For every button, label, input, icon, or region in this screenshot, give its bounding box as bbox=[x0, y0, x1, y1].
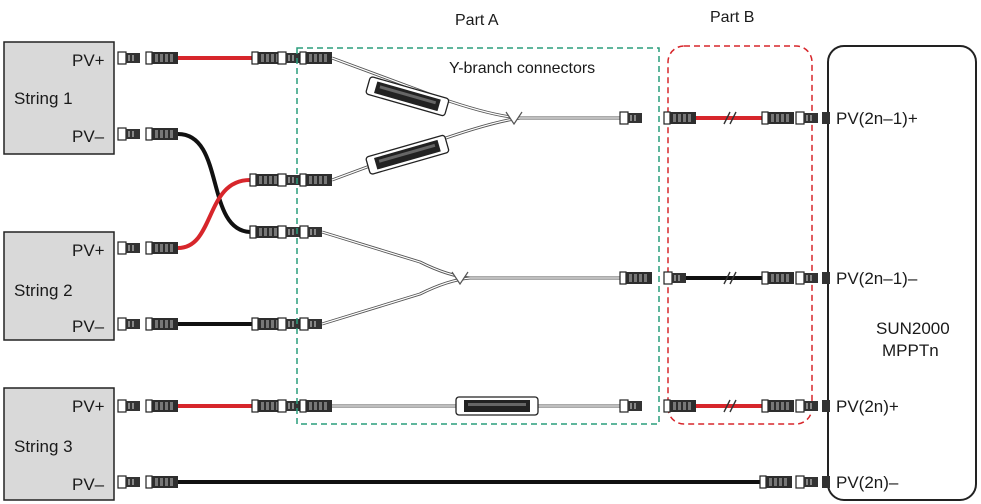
port-terminal-4 bbox=[822, 476, 830, 488]
part-a-frame bbox=[296, 47, 660, 425]
extension-cable-pv-2n-1-minus bbox=[663, 271, 819, 285]
port-terminal-3 bbox=[822, 400, 830, 412]
inverter-sun2000: PV(2n–1)+ PV(2n–1)– PV(2n)+ PV(2n)– SUN2… bbox=[822, 45, 977, 501]
string-2-module: PV+ String 2 PV– bbox=[3, 231, 115, 341]
string-3-negative-cable bbox=[117, 475, 819, 489]
string-2-pv-plus-label: PV+ bbox=[72, 241, 105, 260]
extension-cable-pv-2n-plus bbox=[663, 399, 819, 413]
string-2-positive-cable bbox=[117, 173, 301, 255]
string-1-pv-minus-label: PV– bbox=[72, 127, 105, 146]
string-2-pv-minus-label: PV– bbox=[72, 317, 105, 336]
inverter-mppt-label: MPPTn bbox=[882, 341, 939, 360]
string-2-negative-cable bbox=[117, 317, 301, 331]
string-3-pv-minus-label: PV– bbox=[72, 475, 105, 494]
port-pv-2n-plus: PV(2n)+ bbox=[836, 397, 899, 416]
port-terminal-2 bbox=[822, 272, 830, 284]
string-1-module: PV+ String 1 PV– bbox=[3, 41, 115, 155]
string-1-pv-plus-label: PV+ bbox=[72, 51, 105, 70]
string-3-positive-cable bbox=[117, 399, 301, 413]
string-3-label: String 3 bbox=[14, 437, 73, 456]
string-2-label: String 2 bbox=[14, 281, 73, 300]
string-3-module: PV+ String 3 PV– bbox=[3, 387, 115, 501]
inverter-model-label: SUN2000 bbox=[876, 319, 950, 338]
part-b-label: Part B bbox=[710, 9, 754, 26]
port-pv-2n-minus: PV(2n)– bbox=[836, 473, 899, 492]
port-terminal-1 bbox=[822, 112, 830, 124]
string-1-negative-cable bbox=[117, 127, 301, 239]
positive-y-branch-connector bbox=[299, 51, 643, 187]
port-pv-2n-1-minus: PV(2n–1)– bbox=[836, 269, 918, 288]
negative-y-branch-connector bbox=[299, 225, 653, 331]
port-pv-2n-1-plus: PV(2n–1)+ bbox=[836, 109, 918, 128]
string-1-label: String 1 bbox=[14, 89, 73, 108]
part-b-frame bbox=[667, 45, 813, 425]
y-branch-connectors-caption: Y-branch connectors bbox=[449, 60, 595, 77]
string-1-positive-cable bbox=[117, 51, 301, 65]
string-3-fuse-extension bbox=[299, 396, 643, 416]
string-3-pv-plus-label: PV+ bbox=[72, 397, 105, 416]
part-a-label: Part A bbox=[455, 12, 499, 29]
extension-cable-pv-2n-1-plus bbox=[663, 111, 819, 125]
